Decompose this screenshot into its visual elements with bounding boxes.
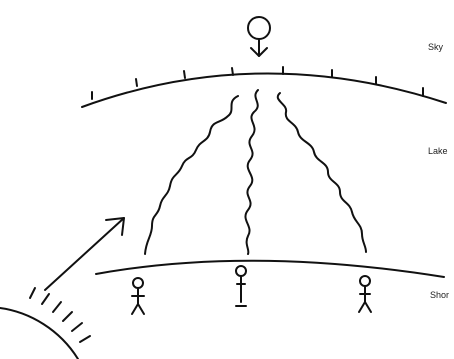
sun-rays-icon bbox=[0, 288, 90, 359]
wavy-line-icon-right bbox=[278, 93, 366, 252]
wavy-line-icon-group bbox=[145, 90, 366, 254]
sky-label: Sky bbox=[428, 42, 443, 52]
shore-line bbox=[96, 261, 444, 277]
lake-label: Lake bbox=[428, 146, 454, 156]
wavy-line-icon-center bbox=[245, 90, 258, 254]
stick-figure-icon-center bbox=[236, 266, 246, 306]
wavy-line-icon-left bbox=[145, 96, 238, 254]
shore-label: Shor bbox=[430, 290, 454, 300]
sun-with-down-arrow-icon bbox=[248, 17, 270, 56]
stick-figure-icon-right bbox=[359, 276, 371, 312]
stick-figure-icon-left bbox=[132, 278, 144, 314]
diagonal-arrow-icon bbox=[45, 218, 124, 290]
